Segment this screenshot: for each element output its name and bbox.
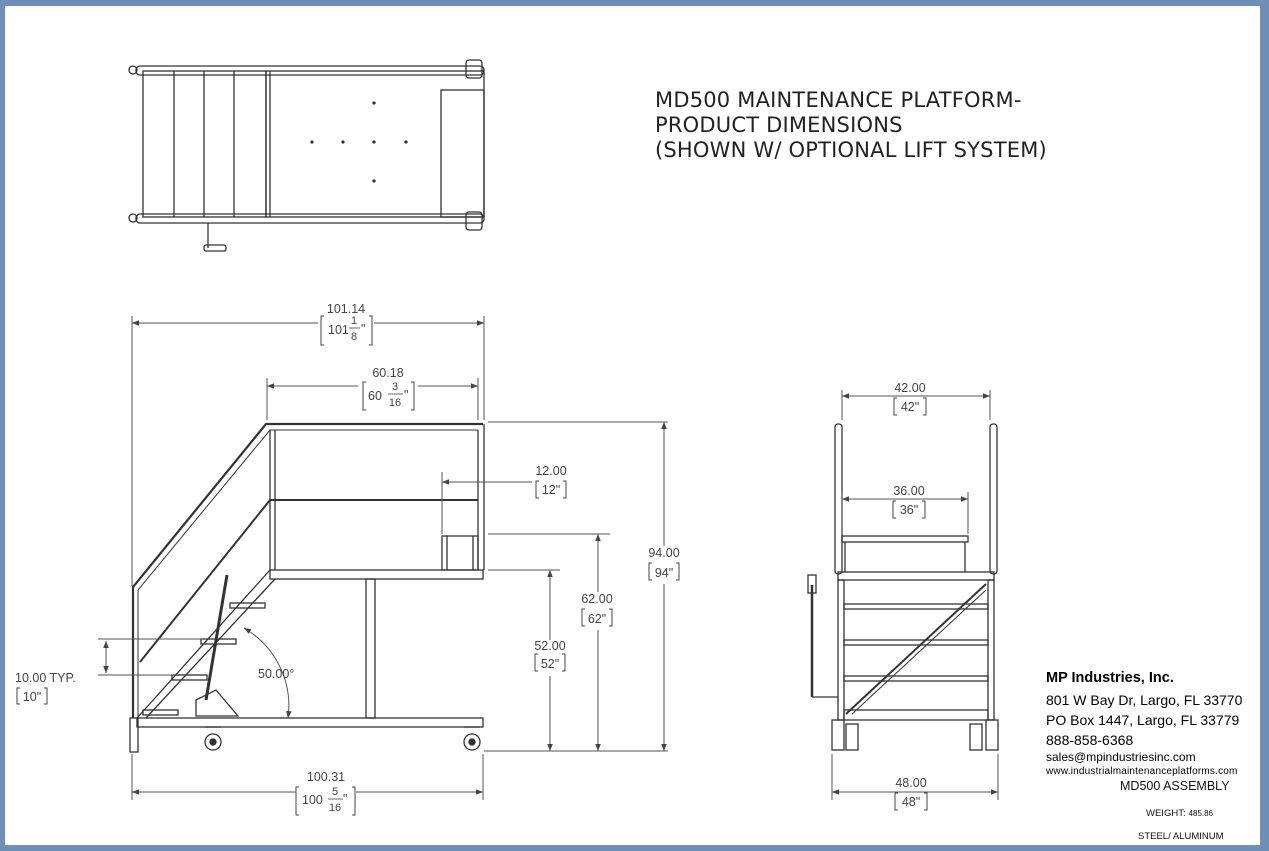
svg-text:100: 100 <box>302 793 323 807</box>
company-website: www.industrialmaintenanceplatforms.com <box>1046 766 1238 777</box>
front-frame-left <box>837 579 845 721</box>
front-view <box>807 423 999 751</box>
weight-label: WEIGHT:485.86 <box>1146 808 1213 819</box>
top-rail-front <box>841 535 969 543</box>
title-line-2: PRODUCT DIMENSIONS <box>655 113 903 137</box>
caster-wheel <box>204 733 222 751</box>
dim-step-depth: 12.00 <box>535 464 566 478</box>
front-step <box>843 603 989 610</box>
company-address-1: 801 W Bay Dr, Largo, FL 33770 <box>1046 692 1243 708</box>
company-name: MP Industries, Inc. <box>1046 670 1174 686</box>
dim-rise: 10.00 TYP. <box>15 671 76 685</box>
svg-text:52": 52" <box>541 657 559 671</box>
assembly-label: MD500 ASSEMBLY <box>1120 779 1230 793</box>
side-dimension-lines <box>98 316 668 800</box>
front-caster <box>985 719 999 751</box>
title-line-3: (SHOWN W/ OPTIONAL LIFT SYSTEM) <box>655 138 1047 162</box>
front-post-left <box>834 423 843 575</box>
company-address-2: PO Box 1447, Largo, FL 33779 <box>1046 712 1240 728</box>
dim-platform-height: 52.00 <box>534 639 565 653</box>
title-line-1: MD500 MAINTENANCE PLATFORM- <box>655 88 1022 112</box>
material-label: STEEL/ ALUMINUM <box>1138 831 1224 842</box>
side-view <box>129 422 485 753</box>
svg-text:": " <box>361 322 365 336</box>
svg-text:42": 42" <box>901 400 919 414</box>
handrail <box>131 422 483 718</box>
top-view <box>128 59 485 252</box>
svg-text:": " <box>343 792 347 806</box>
front-dimension-lines <box>831 390 999 800</box>
caster-wheel <box>463 733 481 751</box>
dim-overall-width: 42.00 <box>894 381 925 395</box>
dim-overall-length: 101.14 <box>327 302 365 316</box>
drawing-title: MD500 MAINTENANCE PLATFORM- PRODUCT DIME… <box>655 88 1047 163</box>
cross-brace <box>845 583 987 715</box>
mid-rail <box>139 499 478 663</box>
step <box>229 602 266 609</box>
svg-text:94": 94" <box>655 566 673 580</box>
lift-box-top <box>440 89 485 218</box>
support-post <box>365 578 376 719</box>
front-caster <box>969 723 983 751</box>
front-post-right <box>989 423 998 575</box>
technical-drawing: 101.14 101 1 8 " 60.18 60 3 16 " 12.00 1… <box>15 59 999 816</box>
front-step <box>843 675 989 682</box>
weight-caption: WEIGHT: <box>1146 808 1186 819</box>
svg-text:60: 60 <box>368 389 382 403</box>
step <box>171 674 208 681</box>
front-dimension-text: 42.00 42" 36.00 36" 48.00 48" <box>892 381 928 811</box>
dim-platform-length: 60.18 <box>372 366 403 380</box>
weight-value: 485.86 <box>1188 809 1214 818</box>
company-phone: 888-858-6368 <box>1046 732 1134 748</box>
svg-text:10": 10" <box>23 690 41 704</box>
rail-end-cap <box>128 65 138 75</box>
lift-box-side <box>441 535 479 571</box>
top-rail-lower <box>135 213 485 224</box>
rail-end-cap <box>128 213 138 223</box>
base-frame <box>136 717 484 728</box>
lift-handle <box>203 244 227 252</box>
svg-text:36": 36" <box>900 503 918 517</box>
front-caster <box>831 719 845 751</box>
step <box>200 638 237 645</box>
lift-lever <box>204 574 229 701</box>
svg-text:3: 3 <box>392 381 398 393</box>
svg-text:1: 1 <box>351 315 357 327</box>
dim-angle: 50.00° <box>258 667 294 681</box>
dim-base-length: 100.31 <box>307 770 345 784</box>
lift-mechanism <box>195 689 240 717</box>
svg-text:8: 8 <box>351 331 357 343</box>
svg-text:16: 16 <box>389 397 401 409</box>
svg-text:48": 48" <box>902 795 920 809</box>
angle-arc <box>243 627 292 719</box>
step <box>142 709 179 716</box>
dim-rail-height: 62.00 <box>581 592 612 606</box>
dim-overall-height: 94.00 <box>648 546 679 560</box>
drawing-sheet: 101.14 101 1 8 " 60.18 60 3 16 " 12.00 1… <box>5 6 1260 845</box>
dim-overall-length-fraction: 101 <box>328 323 349 337</box>
platform-front <box>837 571 995 581</box>
platform-deck-side <box>269 569 484 580</box>
front-frame-right <box>987 579 995 721</box>
dim-base-width: 48.00 <box>895 776 926 790</box>
company-email: sales@mpindustriesinc.com <box>1046 750 1196 764</box>
svg-text:5: 5 <box>332 786 338 798</box>
front-step <box>843 639 989 646</box>
company-info: MP Industries, Inc. 801 W Bay Dr, Largo,… <box>1046 670 1242 778</box>
platform-deck-top <box>265 70 485 218</box>
dim-inner-width: 36.00 <box>893 484 924 498</box>
svg-text:12": 12" <box>542 483 560 497</box>
front-caster <box>845 723 859 751</box>
svg-text:62": 62" <box>588 612 606 626</box>
side-dimension-text: 101.14 101 1 8 " 60.18 60 3 16 " 12.00 1… <box>15 302 680 816</box>
svg-text:16: 16 <box>329 802 341 814</box>
svg-text:": " <box>404 388 408 402</box>
front-base <box>843 709 989 721</box>
